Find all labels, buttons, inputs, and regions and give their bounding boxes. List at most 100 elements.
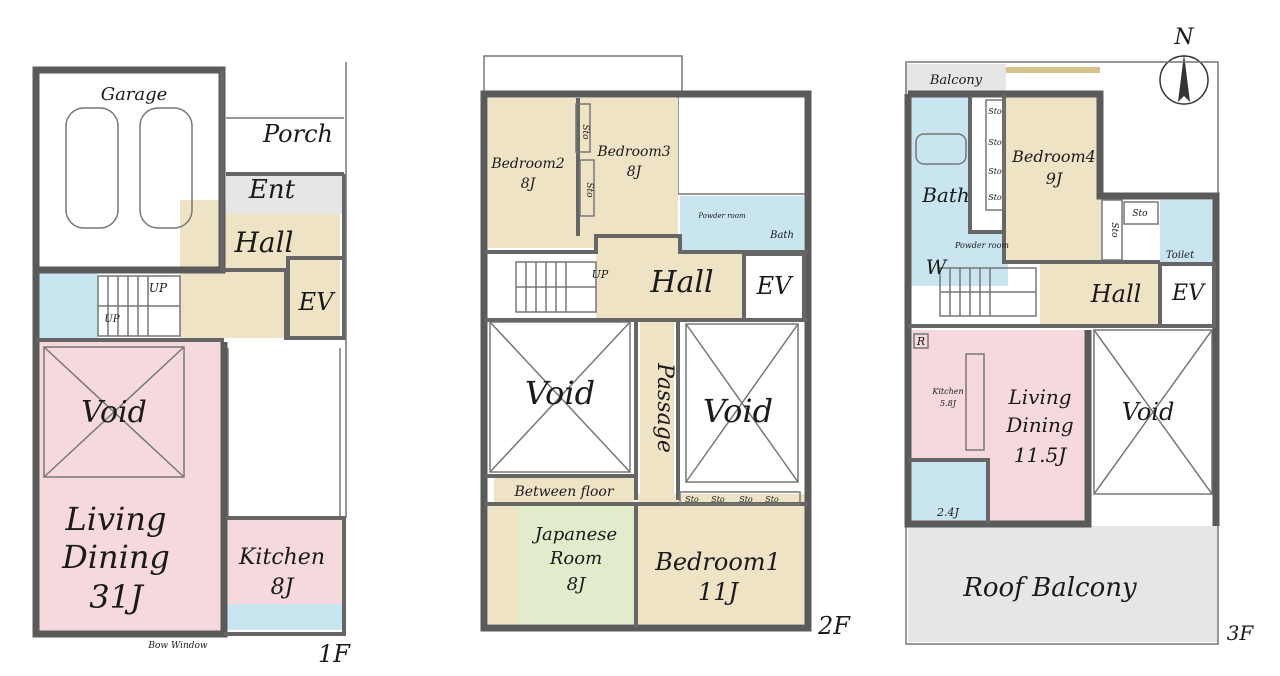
floor-2-plan: Bedroom2 8J Bedroom3 8J Sto Sto Powder r…: [480, 55, 851, 640]
car-icon: [65, 107, 119, 229]
w-label: W: [926, 255, 948, 279]
elevator-3f: [1158, 262, 1216, 328]
sto-label-2f-1: Sto: [685, 495, 699, 504]
storage-3f-col: [985, 99, 1005, 211]
up-label-2f: UP: [592, 268, 609, 281]
sto-label-3f-6: Sto: [1132, 209, 1148, 219]
japanese-size: 8J: [567, 574, 587, 595]
hall-label-3f: Hall: [1090, 280, 1142, 308]
powder-room-label-3f: Powder room: [954, 241, 1009, 250]
dining-label-1f: Dining: [61, 538, 170, 576]
living-label-1f: Living: [65, 500, 167, 538]
bedrooms-2-3-area: [488, 98, 678, 248]
stairs-2f: [515, 261, 597, 313]
kitchen-label-3f: Kitchen: [931, 387, 963, 396]
living-size-1f: 31J: [89, 578, 145, 616]
bedroom4-size: 9J: [1046, 169, 1064, 188]
bath-label-2f: Bath: [769, 230, 794, 241]
sto-label-3f-3: Sto: [988, 167, 1002, 176]
entrance-area: [226, 172, 344, 214]
porch-label: Porch: [262, 120, 333, 148]
japanese-label: Japanese: [531, 524, 617, 545]
toilet-label: Toilet: [1166, 250, 1195, 261]
kitchen-counter-3f: [965, 353, 985, 451]
roof-balcony: [908, 526, 1218, 642]
bathtub-icon: [915, 133, 967, 165]
void-label-1f: Void: [81, 395, 147, 430]
japanese-room: [518, 506, 634, 624]
level-label-3f: 3F: [1227, 621, 1255, 645]
small-room-3f: [910, 460, 986, 520]
hall-label-2f: Hall: [649, 265, 713, 300]
balcony-label: Balcony: [929, 73, 983, 88]
north-arrow-icon: [1159, 54, 1209, 105]
room-label: Room: [549, 548, 602, 569]
passage-area: [640, 320, 674, 500]
bedroom2-label: Bedroom2: [490, 156, 564, 172]
wet-area-2f: [680, 196, 804, 252]
toilet-1f: [38, 272, 98, 338]
refrigerator-label: R: [916, 335, 925, 348]
sto-label-3f-1: Sto: [988, 107, 1002, 116]
kitchen-label-1f: Kitchen: [238, 545, 325, 570]
toilet-3f: [1160, 200, 1214, 262]
void-label-2f-right: Void: [703, 392, 773, 430]
sto-label-3f-4: Sto: [988, 193, 1002, 202]
sto-label-3f-2: Sto: [988, 138, 1002, 147]
up-label-1f-lower: UP: [104, 314, 119, 325]
passage-label: Passage: [652, 362, 677, 453]
sto-label-2f-b: Sto: [584, 182, 594, 198]
ev-label-1f: EV: [298, 288, 337, 316]
void-label-2f-left: Void: [525, 374, 595, 412]
living-dining-room-1f: [38, 342, 222, 632]
storage-3f-c: [1123, 201, 1159, 225]
hall-label-1f: Hall: [233, 226, 293, 259]
balcony-3f: [906, 64, 1006, 94]
storage-2f-b: [579, 159, 595, 217]
sto-label-2f-a: Sto: [580, 124, 590, 140]
storage-2f-row: [679, 491, 801, 505]
sto-label-2f-4: Sto: [765, 495, 779, 504]
ev-label-3f: EV: [1171, 281, 1206, 306]
sto-label-2f-2: Sto: [711, 495, 725, 504]
between-floor-area: [494, 478, 634, 502]
bow-window-label: Bow Window: [147, 641, 208, 651]
storage-2f-a: [575, 103, 591, 153]
up-label-1f: UP: [149, 281, 168, 295]
floor-1-plan: Garage Porch Ent Hall EV UP UP Void Livi…: [32, 62, 351, 668]
bedroom-4: [1006, 94, 1102, 262]
hall-area-3f: [1040, 262, 1158, 326]
garage-label: Garage: [101, 84, 168, 105]
bedroom1-size: 11J: [698, 578, 740, 606]
ev-label-2f: EV: [756, 272, 795, 300]
bedroom3-size: 8J: [627, 164, 643, 180]
void-label-3f: Void: [1122, 398, 1175, 426]
refrigerator: [913, 333, 929, 349]
level-label-1f: 1F: [318, 640, 351, 668]
living-label-3f: Living: [1007, 385, 1071, 409]
north-label: N: [1173, 25, 1194, 50]
between-floor-label: Between floor: [513, 484, 614, 500]
elevator-2f: [742, 252, 806, 322]
ent-label: Ent: [248, 175, 296, 205]
powder-room-3f: [958, 232, 1008, 286]
bedroom2-size: 8J: [521, 176, 537, 192]
stairs-3f: [939, 267, 1037, 317]
floor-3-plan: N: [904, 25, 1255, 645]
roof-balcony-label: Roof Balcony: [962, 573, 1137, 603]
level-label-2f: 2F: [817, 612, 851, 640]
bedroom-1: [638, 494, 808, 624]
kitchen-size-3f: 5.8J: [940, 399, 957, 408]
small-room-size: 2.4J: [936, 506, 959, 519]
sto-label-2f-3: Sto: [739, 495, 753, 504]
car-icon: [139, 107, 193, 229]
elevator-1f: [286, 256, 346, 340]
sto-label-3f-5: Sto: [1109, 222, 1119, 238]
bedroom1-label: Bedroom1: [654, 548, 781, 576]
stairs-1f: [97, 275, 181, 337]
kitchen-size-1f: 8J: [271, 575, 295, 600]
bath-label-3f: Bath: [921, 183, 970, 207]
storage-3f-b: [1101, 199, 1123, 261]
bedroom4-label: Bedroom4: [1011, 147, 1096, 166]
